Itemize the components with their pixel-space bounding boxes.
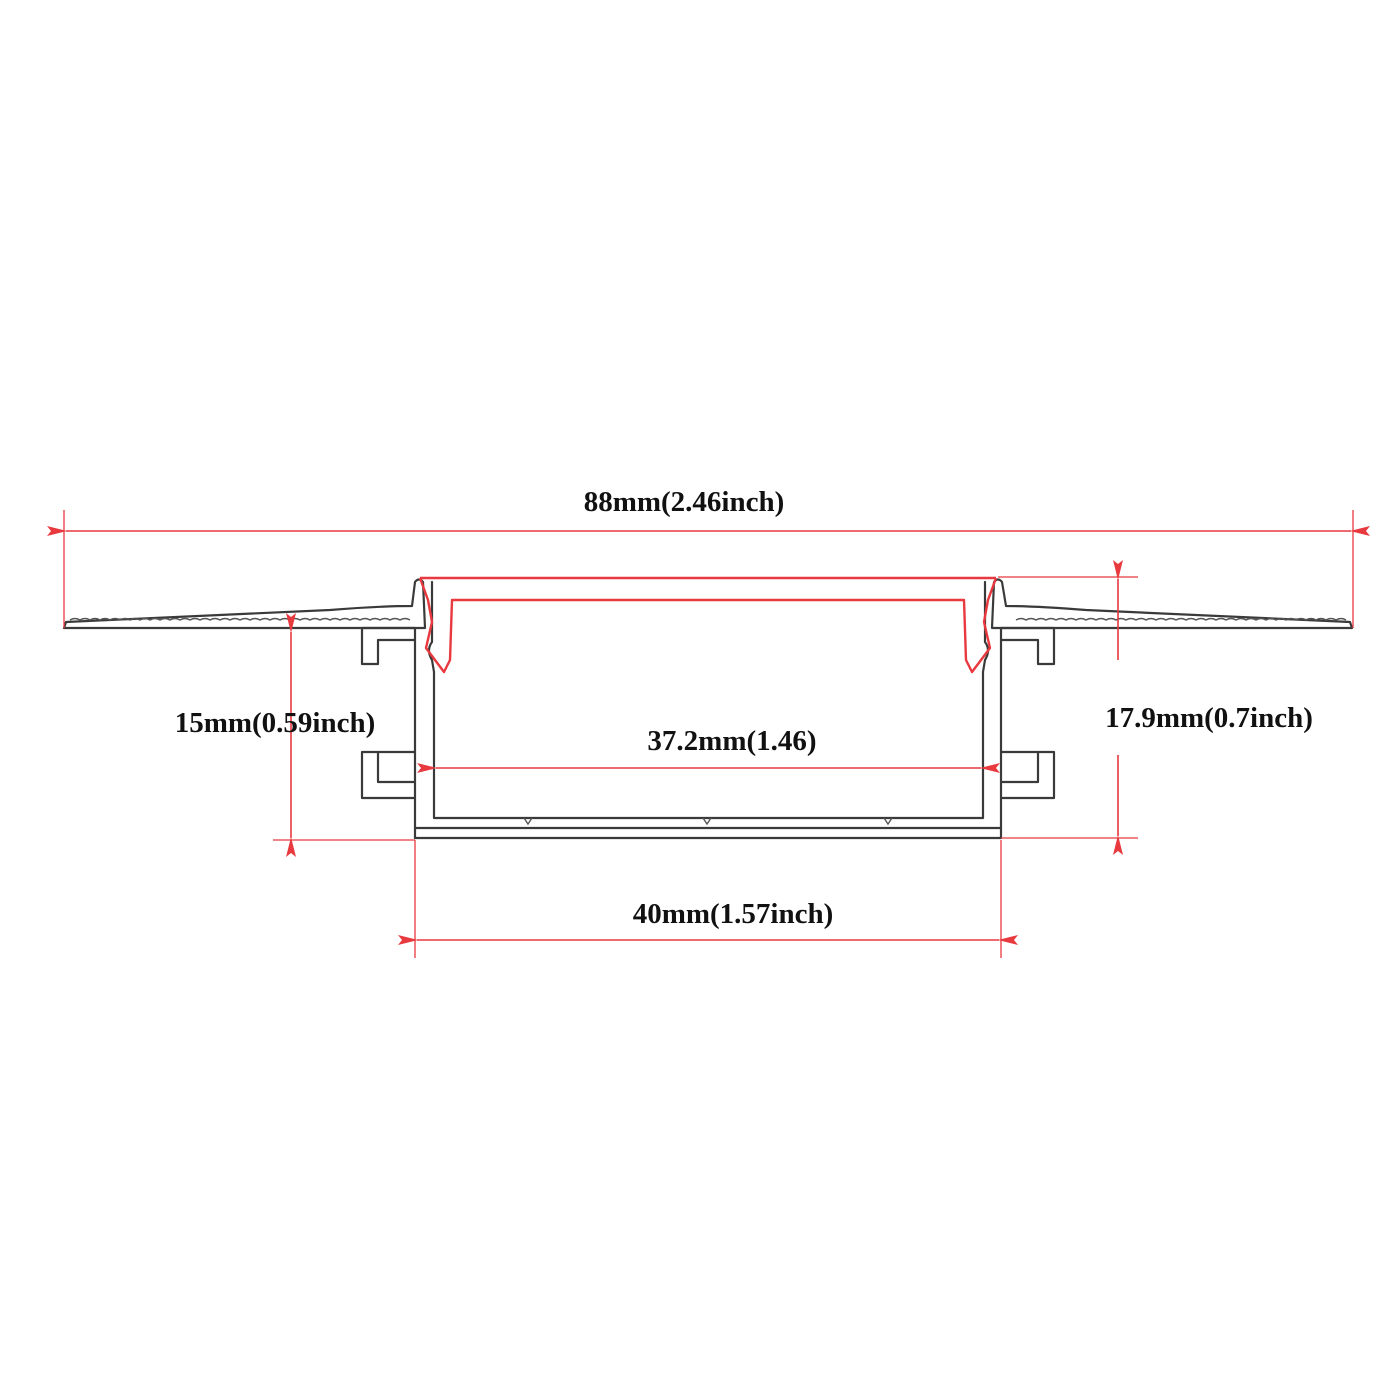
right-wing [990,578,1354,630]
dimension-overall-width: 88mm(2.46inch) [47,486,1370,628]
overall-width-label: 88mm(2.46inch) [584,486,785,518]
bottom-ribs [523,817,893,826]
left-outer-wall [360,626,417,840]
dimension-left-height: 15mm(0.59inch) [175,613,415,857]
dimension-channel-width: 40mm(1.57inch) [398,840,1018,958]
inner-channel [427,580,990,820]
right-height-label: 17.9mm(0.7inch) [1105,702,1313,734]
left-wing [62,578,427,630]
dimension-inner-width: 37.2mm(1.46) [417,725,1000,773]
channel-bottom [413,826,1003,840]
inner-width-label: 37.2mm(1.46) [647,725,816,757]
left-height-label: 15mm(0.59inch) [175,707,376,739]
left-wing-serration [69,617,411,621]
diffuser-cover [418,576,998,674]
dimension-right-height: 17.9mm(0.7inch) [998,560,1313,855]
right-wing-serration [1015,617,1347,621]
right-outer-wall [999,626,1056,840]
channel-width-label: 40mm(1.57inch) [633,898,834,930]
profile-outline [62,578,1354,840]
